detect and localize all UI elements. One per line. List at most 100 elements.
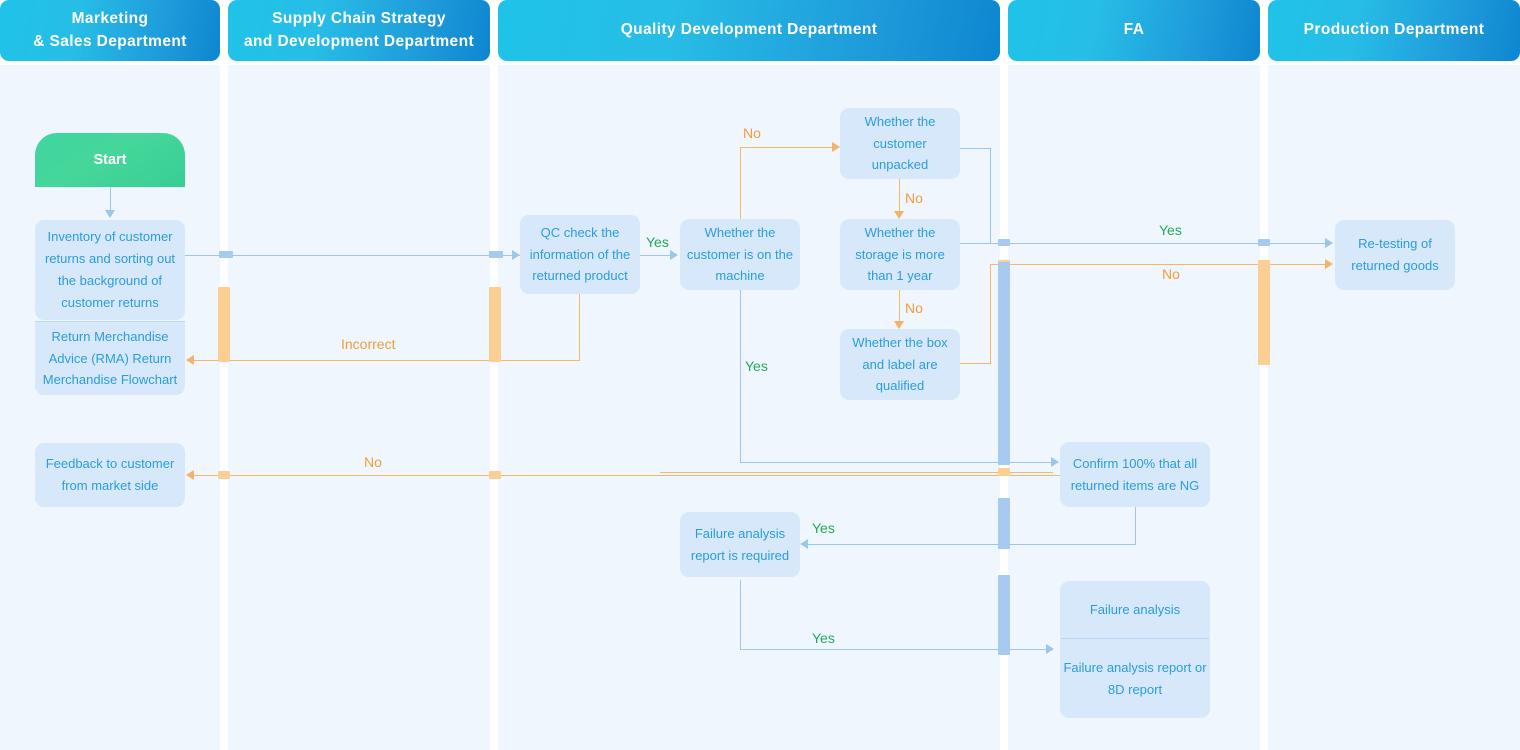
- lane-title-line1: Supply Chain Strategy: [272, 10, 446, 28]
- edge-label-storage-no: No: [905, 300, 923, 316]
- node-rma-flowchart[interactable]: Return Merchandise Advice (RMA) Return M…: [35, 321, 185, 395]
- edge-label-retest-yes: Yes: [1159, 222, 1182, 238]
- node-label: Whether the customer unpacked: [864, 113, 936, 173]
- connector-onmachine-no-right: [740, 147, 836, 148]
- connector-onmachine-yes-right: [740, 462, 1053, 463]
- edge-label-feedback-no: No: [364, 454, 382, 470]
- node-label: QC check the information of the returned…: [529, 224, 631, 284]
- arrowhead-failure-analysis: [1046, 644, 1054, 654]
- node-failure-analysis-bottom-segment: Failure analysis report or 8D report: [1060, 639, 1210, 718]
- arrowhead-retesting-yes: [1325, 238, 1333, 248]
- arrowhead-confirm-ng-blue: [1051, 457, 1059, 467]
- lane-cross-marker-feedback-1: [218, 471, 230, 479]
- node-start[interactable]: Start: [35, 133, 185, 187]
- connector-qc-to-onmachine: [639, 255, 673, 256]
- lane-cross-bar-long-3: [998, 575, 1010, 655]
- node-label: Whether the box and label are qualified: [852, 334, 948, 394]
- connector-unpacked-yes-right: [958, 148, 991, 149]
- edge-label-fa-required-yes: Yes: [812, 520, 835, 536]
- edge-label-fa-report-yes: Yes: [812, 630, 835, 646]
- node-whether-box-and-label-qualified[interactable]: Whether the box and label are qualified: [840, 329, 960, 400]
- arrowhead-fa-required: [800, 539, 808, 549]
- lane-cross-marker-retest-no-2: [1258, 260, 1270, 365]
- edge-label-qc-yes: Yes: [646, 234, 669, 250]
- node-label: Whether the storage is more than 1 year: [855, 224, 945, 284]
- node-label: Failure analysis: [1089, 601, 1181, 617]
- edge-label-onmachine-yes: Yes: [745, 358, 768, 374]
- node-retesting-of-returned-goods[interactable]: Re-testing of returned goods: [1335, 220, 1455, 290]
- arrowhead-boxlabel: [894, 321, 904, 329]
- connector-unpacked-to-storage: [899, 177, 900, 213]
- node-whether-on-machine[interactable]: Whether the customer is on the machine: [680, 219, 800, 290]
- connector-no-to-feedback: [193, 475, 1061, 476]
- arrowhead-rma-incorrect: [186, 355, 194, 365]
- lane-title-line1: FA: [1123, 21, 1145, 39]
- lane-title-line1: Quality Development Department: [620, 21, 878, 39]
- node-divider: [1061, 638, 1209, 640]
- node-inventory-of-returns[interactable]: Inventory of customer returns and sortin…: [35, 220, 185, 320]
- connector-fareq-to-failure: [740, 649, 1048, 650]
- connector-onmachine-no-up: [740, 147, 741, 219]
- edge-label-onmachine-no: No: [743, 125, 761, 141]
- connector-yes-to-retesting: [990, 243, 1328, 244]
- connector-unpacked-yes-down: [990, 148, 991, 243]
- lane-title-line1: Production Department: [1303, 21, 1485, 39]
- lane-title-line2: & Sales Department: [33, 32, 187, 50]
- arrowhead-feedback: [186, 470, 194, 480]
- connector-confirmng-down: [1135, 499, 1136, 544]
- connector-fareq-down: [740, 580, 741, 649]
- node-feedback-to-customer[interactable]: Feedback to customer from market side: [35, 443, 185, 507]
- node-label: Failure analysis report is required: [690, 525, 790, 563]
- node-whether-unpacked[interactable]: Whether the customer unpacked: [840, 108, 960, 179]
- lane-cross-marker-confirm-orange: [998, 468, 1010, 476]
- lane-header-quality: Quality Development Department: [498, 0, 1000, 61]
- lane-cross-marker-inventory-qc-2: [489, 251, 503, 258]
- arrowhead-qc-check: [512, 250, 520, 260]
- arrowhead-onmachine: [670, 250, 678, 260]
- node-label: Start: [93, 151, 127, 168]
- node-failure-analysis-top-segment: Failure analysis: [1060, 581, 1210, 638]
- lane-body-production: [1268, 65, 1520, 750]
- lane-cross-marker-feedback-2: [489, 471, 501, 479]
- node-label: Confirm 100% that all returned items are…: [1070, 455, 1200, 493]
- arrowhead-retesting-no: [1325, 259, 1333, 269]
- connector-incorrect-down: [579, 290, 580, 360]
- lane-cross-bar-long-1: [998, 262, 1010, 462]
- node-qc-check[interactable]: QC check the information of the returned…: [520, 215, 640, 294]
- node-label: Whether the customer is on the machine: [686, 224, 794, 284]
- lane-cross-marker-retest-yes-1: [998, 239, 1010, 246]
- lane-header-production: Production Department: [1268, 0, 1520, 61]
- connector-inventory-to-qc: [185, 255, 520, 256]
- node-label: Feedback to customer from market side: [45, 456, 175, 493]
- lane-body-supply: [228, 65, 490, 750]
- connector-storage-to-boxlabel: [899, 288, 900, 323]
- edge-label-retest-no: No: [1162, 266, 1180, 282]
- lane-header-supply: Supply Chain Strategy and Development De…: [228, 0, 490, 61]
- connector-orange-to-confirm-ng: [660, 472, 1053, 473]
- node-label: Re-testing of returned goods: [1351, 236, 1439, 273]
- lane-title-line2: and Development Department: [243, 32, 475, 50]
- connector-no-to-retesting: [990, 264, 1328, 265]
- connector-confirmng-to-fareq: [808, 544, 1136, 545]
- lane-cross-marker-retest-yes-2: [1258, 239, 1270, 246]
- connector-boxlabel-up: [990, 264, 991, 364]
- edge-label-unpacked-no: No: [905, 190, 923, 206]
- connector-storage-yes-right: [958, 243, 991, 244]
- arrowhead-unpacked: [832, 142, 840, 152]
- node-failure-analysis[interactable]: Failure analysis Failure analysis report…: [1060, 581, 1210, 718]
- arrowhead-storage: [894, 211, 904, 219]
- lane-cross-marker-incorrect-1: [218, 287, 230, 362]
- node-confirm-100-percent-ng[interactable]: Confirm 100% that all returned items are…: [1060, 442, 1210, 507]
- lane-header-fa: FA: [1008, 0, 1260, 61]
- lane-title-line1: Marketing: [71, 10, 149, 28]
- lane-body-quality: [498, 65, 1000, 750]
- connector-onmachine-yes-down: [740, 290, 741, 462]
- node-failure-analysis-report-required[interactable]: Failure analysis report is required: [680, 512, 800, 577]
- node-label: Return Merchandise Advice (RMA) Return M…: [42, 328, 178, 388]
- node-whether-storage-over-1-year[interactable]: Whether the storage is more than 1 year: [840, 219, 960, 290]
- lane-cross-bar-long-2: [998, 498, 1010, 548]
- lane-cross-marker-incorrect-2: [489, 287, 501, 362]
- node-label: Failure analysis report or 8D report: [1063, 659, 1207, 697]
- arrowhead-inventory: [105, 210, 115, 218]
